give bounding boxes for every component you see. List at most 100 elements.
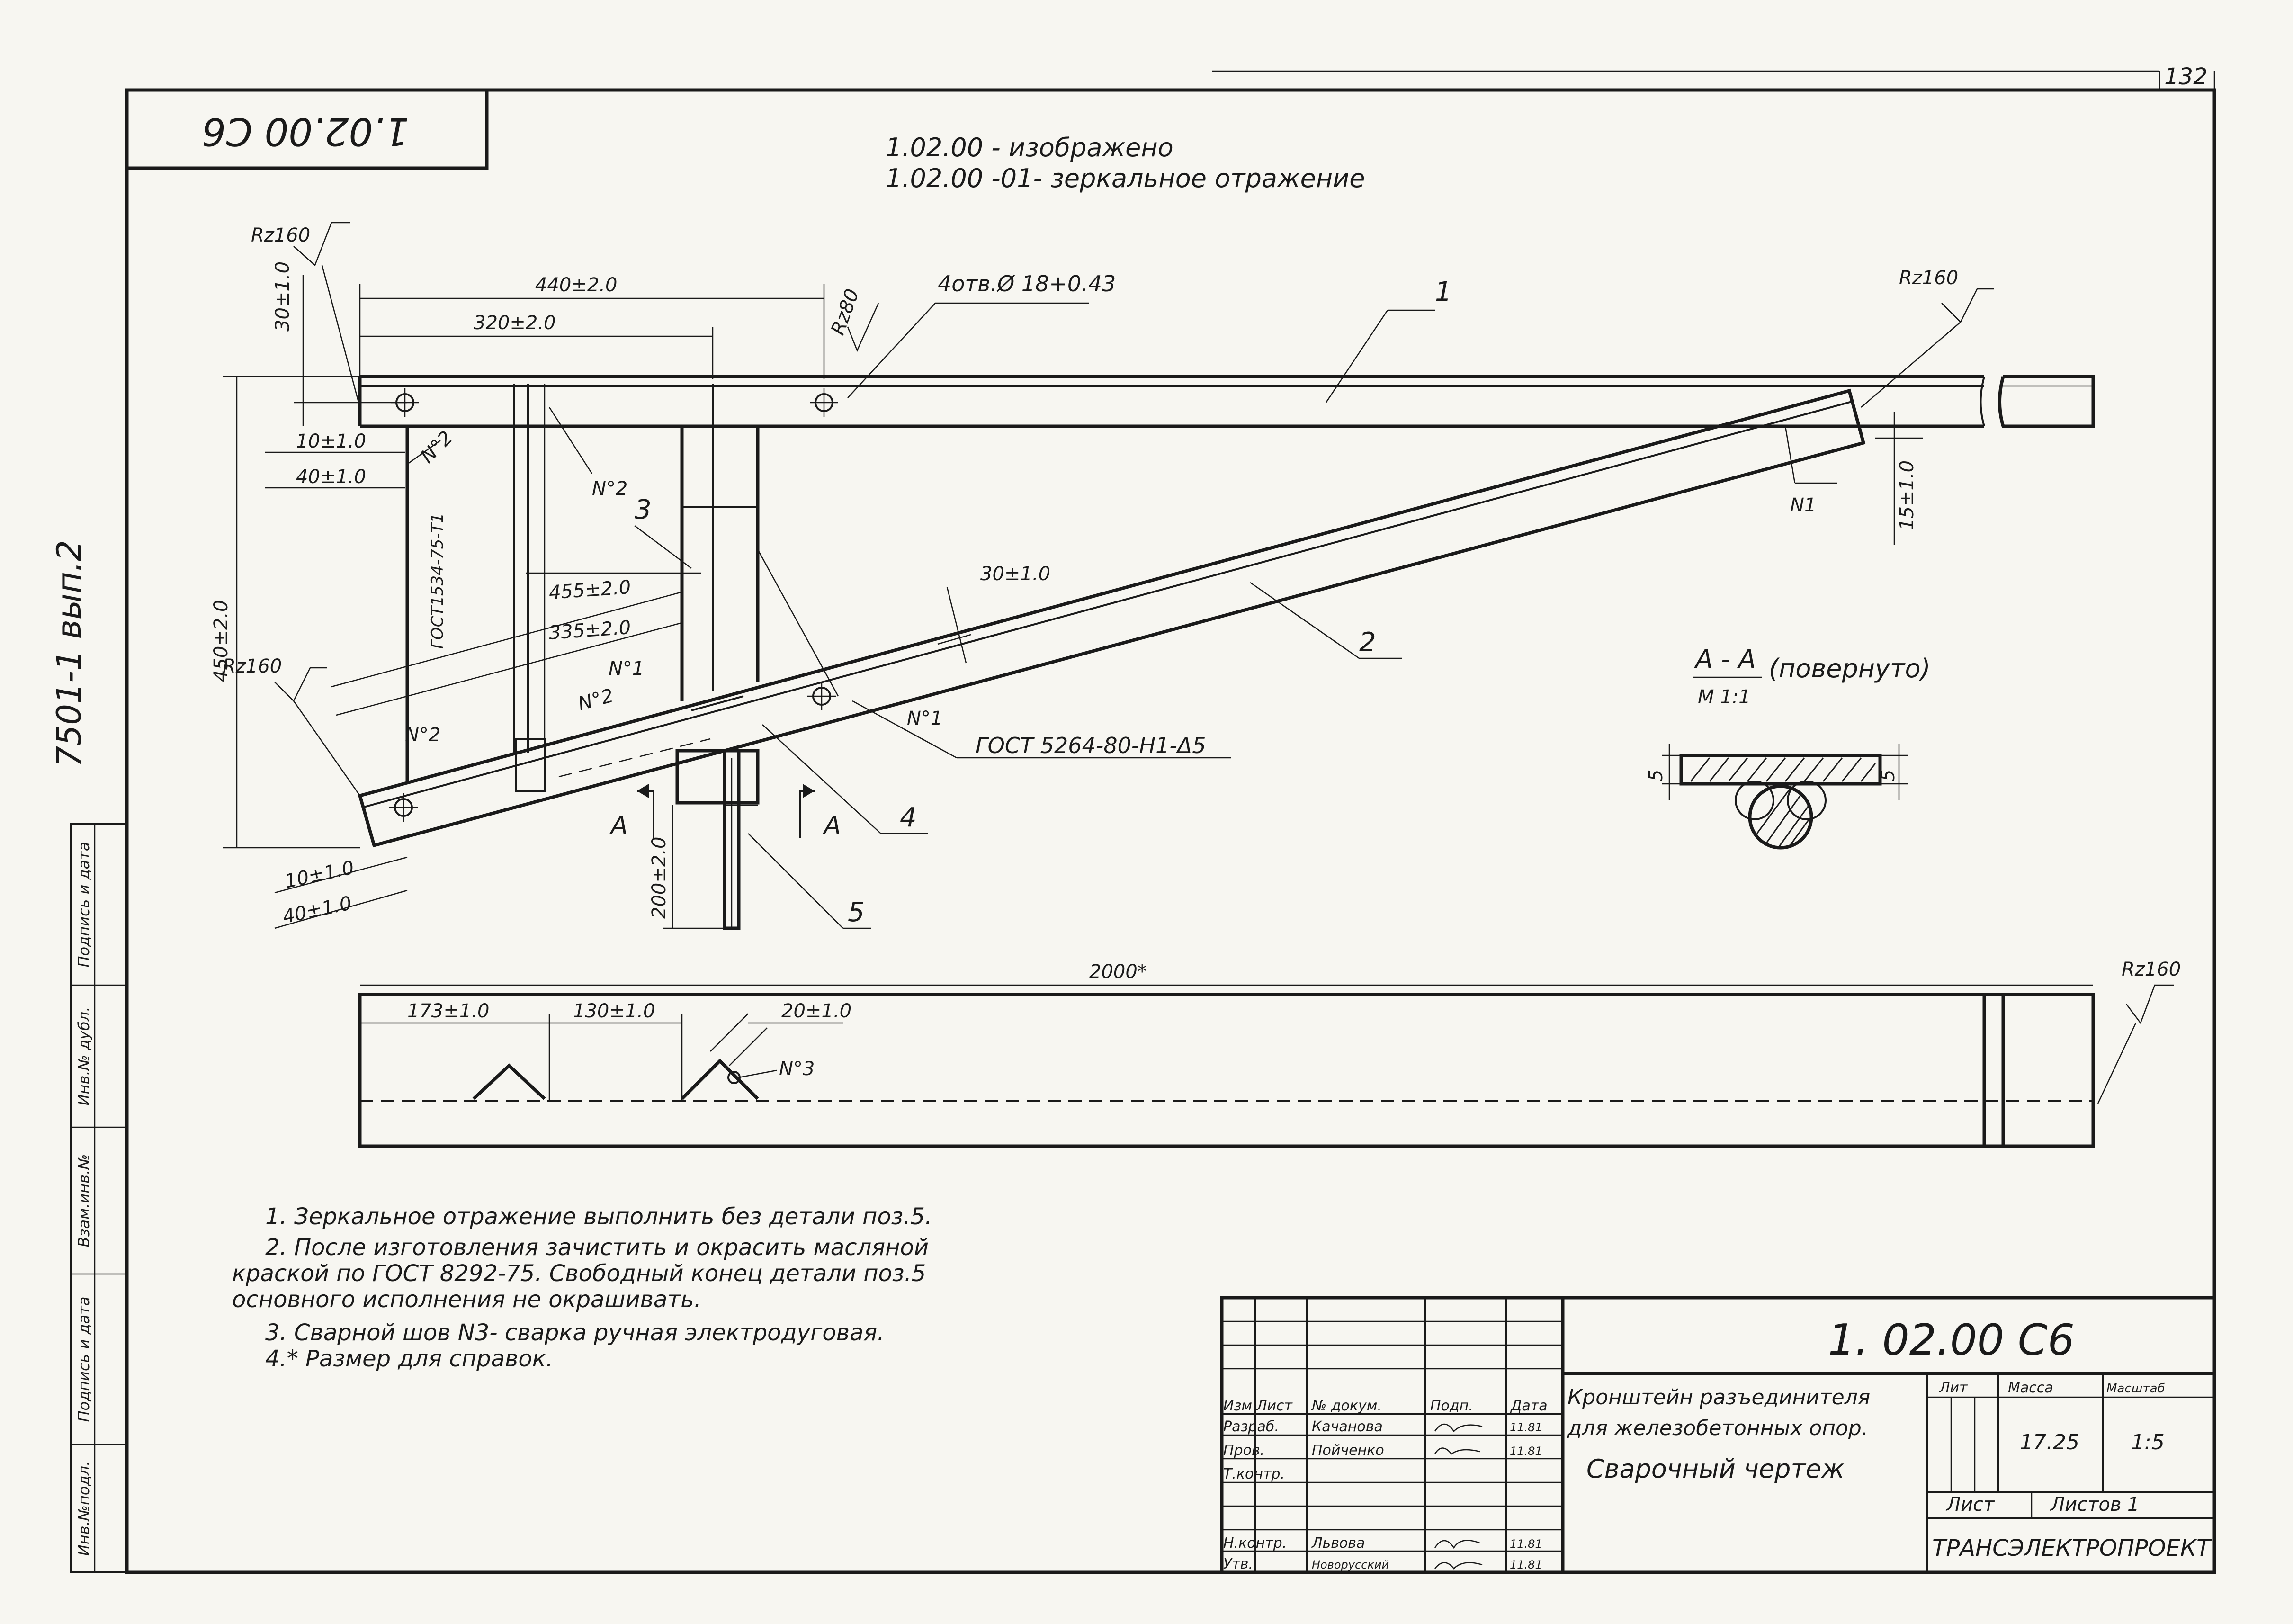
section-letter-left: А [609,811,628,840]
note-2-cont: краской по ГОСТ 8292-75. Свободный конец… [232,1260,926,1287]
dim-455: 455±2.0 [548,576,631,604]
header-line-1: 1.02.00 - изображено [886,133,1173,162]
roughness-label-4: Rz160 [2122,959,2181,980]
stamp-box: 1.02.00 C6 [125,88,489,170]
section-dim-5-left: 5 [1645,770,1667,781]
section-plate [1679,754,1882,786]
dim-40-top: 40±1.0 [296,466,366,488]
note-2-end: основного исполнения не окрашивать. [232,1286,701,1313]
section-letter-right: А [823,811,841,840]
role-norm-control: Н.контр. [1223,1535,1287,1552]
name-checker: Пойченко [1312,1442,1384,1459]
roughness-label-5: Rz80 [827,286,863,338]
title-block: 1. 02.00 С6 Кронштейн разъединителя для … [1220,1296,2216,1574]
col-date: Дата [1510,1398,1548,1414]
date-approver: 11.81 [1510,1558,1542,1571]
dim-200: 200±2.0 [648,837,670,919]
weld-label-no2-c: N°2 [405,724,440,746]
signature-checker [1434,1447,1480,1455]
header-text: 1.02.00 - изображено 1.02.00 -01- зеркал… [886,133,1365,193]
leader-lines [407,302,1837,929]
roughness-label-1: Rz160 [251,224,310,246]
sheets-label: Листов 1 [2050,1494,2140,1516]
rod-section [1748,784,1813,850]
part-3-posts [405,384,760,792]
part-4-plate [691,695,744,711]
dim-10-bottom: 10±1.0 [283,857,356,893]
role-tech-control: Т.контр. [1223,1466,1285,1482]
dim-30-strut: 30±1.0 [980,563,1050,585]
weld-label-no1-b: N°1 [907,708,942,729]
col-list: Лист [1256,1398,1293,1414]
name-developer: Качанова [1312,1418,1383,1435]
dim-320: 320±2.0 [474,312,555,334]
section-cut-markers [637,784,815,838]
side-field-2: Инв.№ дубл. [75,1007,93,1106]
part-5-rod [675,749,760,930]
callout-2: 2 [1359,627,1376,658]
name-approver: Новорусский [1312,1558,1389,1571]
role-developer: Разраб. [1223,1418,1279,1435]
side-field-4: Подпись и дата [75,1296,93,1422]
page-number: 132 [2164,63,2208,90]
dim-15: 15±1.0 [1896,460,1918,530]
dim-130: 130±1.0 [573,1000,655,1022]
date-checker: 11.81 [1510,1445,1542,1458]
callout-5: 5 [848,897,865,928]
title-name-3: Сварочный чертеж [1586,1454,1845,1484]
gost-weld: ГОСТ 5264-80-Н1-Δ5 [976,733,1206,758]
callout-1: 1 [1435,277,1452,307]
weld-marks [558,425,1861,778]
side-field-5: Инв.№подл. [75,1461,93,1556]
roughness-label-2: Rz160 [1899,267,1958,289]
weld-bead-left [1735,781,1774,820]
section-title: А - А [1694,644,1756,674]
weld-label-n1: N1 [1790,494,1816,516]
sheet-label: Лист [1945,1494,1995,1516]
section-dim-5-right: 5 [1877,770,1899,781]
callout-3: 3 [635,494,652,525]
dim-2000: 2000* [1089,961,1147,983]
title-name-1: Кронштейн разъединителя [1567,1385,1870,1409]
dim-40-bottom: 40±1.0 [281,892,354,928]
dim-30-vertical: 30±1.0 [272,261,294,332]
mass-value: 17.25 [2020,1430,2079,1454]
note-1: 1. Зеркальное отражение выполнить без де… [265,1203,932,1230]
weld-bead-right [1787,781,1827,820]
title-code: 1. 02.00 С6 [1828,1315,2075,1365]
note-4: 4.* Размер для справок. [265,1346,553,1372]
col-doc: № докум. [1311,1398,1382,1414]
part-1-channel [358,375,2095,428]
notes: 1. Зеркальное отражение выполнить без де… [232,1203,932,1372]
signature-approver [1434,1562,1483,1570]
organization: ТРАНСЭЛЕКТРОПРОЕКТ [1932,1535,2212,1561]
role-approver: Утв. [1223,1556,1253,1572]
mass-header: Масса [2008,1380,2053,1396]
strip-view: 2000* 173±1.0 130±1.0 20±1.0 N°3 [358,961,2095,1148]
name-norm-control: Львова [1311,1535,1365,1552]
gost-vertical: ГОСТ1534-75-Т1 [428,513,447,649]
section-rotated: (повернуто) [1769,654,1931,683]
roughness-symbols [274,222,2174,1104]
note-2: 2. После изготовления зачистить и окраси… [265,1234,929,1261]
hole-markers [389,388,838,822]
part-2-strut [358,388,1866,848]
dim-20: 20±1.0 [781,1000,851,1022]
weld-label-no2-d: N°2 [576,685,616,715]
holes-note: 4отв.Ø 18+0.43 [938,271,1116,296]
side-field-3: Взам.инв.№ [75,1154,93,1247]
series-label: 7501-1 вып.2 [50,540,89,767]
section-scale: М 1:1 [1698,686,1751,708]
weld-label-no1-a: N°1 [609,658,644,680]
dim-173: 173±1.0 [407,1000,489,1022]
dimension-lines [223,275,1923,929]
chevron-mark-2 [681,1059,759,1100]
title-name-2: для железобетонных опор. [1567,1416,1868,1440]
chevron-mark-1 [472,1063,546,1100]
weld-label-no2-b: N°2 [417,427,457,467]
dim-440: 440±2.0 [535,274,617,296]
callout-4: 4 [900,802,917,833]
header-line-2: 1.02.00 -01- зеркальное отражение [886,163,1365,193]
